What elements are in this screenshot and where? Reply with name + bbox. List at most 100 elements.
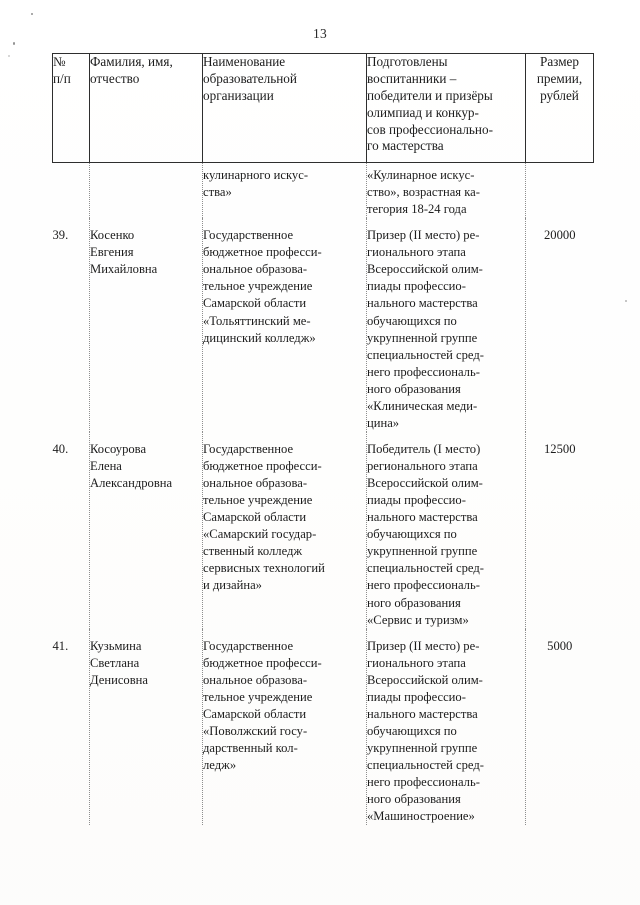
header-text-line: образовательной (203, 70, 297, 86)
header-text-line: Подготовлены (367, 54, 448, 69)
cell-organization-lines: кулинарного искус-ства» (203, 167, 366, 201)
cell-text-line: Призер (II место) ре- (367, 228, 480, 243)
cell-text-line: обучающихся по (367, 723, 457, 738)
cell-text-line: регионального этапа (367, 459, 478, 473)
cell-text-line: тельное учреждение (203, 493, 313, 508)
cell-text-line: Самарской области (203, 706, 307, 721)
cell-text-line: укрупненной группе (367, 544, 478, 559)
cell-fio (89, 162, 203, 219)
header-text-line: Фамилия, имя, (90, 54, 173, 69)
cell-text-line: Государственное (203, 638, 294, 653)
cell-text-line: Кузьмина (90, 638, 142, 653)
cell-text-line: тегория 18-24 года (367, 202, 467, 217)
cell-amount-lines: 20000 (526, 227, 594, 244)
cell-text-line: гионального этапа (367, 245, 466, 260)
cell-text-line: Михайловна (90, 262, 158, 277)
cell-text-line: Косенко (90, 228, 135, 243)
cell-text-line: ство», возрастная ка- (367, 185, 480, 200)
cell-text-line: нального мастерства (367, 510, 478, 525)
header-text-line: п/п (53, 70, 71, 86)
cell-text-line: пиады профессио- (367, 279, 466, 294)
cell-text-line: Победитель (I место) (367, 441, 481, 456)
cell-text-line: 39. (52, 228, 69, 243)
cell-amount-lines: 12500 (526, 441, 594, 458)
scan-speckle (8, 55, 10, 57)
cell-text-line: ональное образова- (203, 476, 308, 491)
cell-text-line: него профессиональ- (367, 578, 480, 593)
cell-text-line: Государственное (203, 441, 294, 456)
cell-number-lines: 41. (53, 638, 90, 655)
cell-text-line: ональное образова- (203, 262, 308, 277)
cell-text-line: Елена (90, 459, 122, 473)
header-cell-fio: Фамилия, имя,отчество (89, 53, 203, 163)
cell-text-line: «Кулинарное искус- (367, 168, 475, 182)
cell-text-line: нального мастерства (367, 296, 478, 311)
header-text-line: отчество (90, 70, 140, 86)
header-text-line: № (53, 54, 66, 69)
cell-amount: 20000 (525, 218, 594, 432)
cell-text-line: Всероссийской олим- (367, 262, 483, 277)
cell-text-line: него профессиональ- (367, 775, 480, 790)
table-body: кулинарного искус-ства»«Кулинарное искус… (52, 162, 594, 826)
cell-text-line: специальностей сред- (367, 561, 484, 576)
header-fio-lines: Фамилия, имя,отчество (90, 54, 202, 88)
header-text-line: рублей (540, 87, 579, 103)
scan-speckle (31, 13, 33, 15)
cell-text-line: гионального этапа (367, 655, 466, 670)
cell-text-line: Денисовна (90, 672, 148, 687)
header-text-line: воспитанники – (367, 70, 457, 86)
cell-text-line: ственный колледж (203, 544, 303, 559)
cell-text-line: нального мастерства (367, 706, 478, 721)
header-text-line: премии, (536, 70, 583, 86)
cell-text-line: «Поволжский госу- (203, 723, 308, 738)
cell-text-line: Государственное (203, 228, 294, 243)
cell-text-line: обучающихся по (367, 527, 457, 542)
cell-text-line: дарственный кол- (203, 741, 298, 755)
cell-text-line: «Самарский государ- (203, 527, 317, 542)
cell-text-line: Александровна (90, 476, 173, 491)
scan-speckle (13, 42, 15, 45)
cell-amount-lines: 5000 (526, 638, 594, 655)
cell-organization-lines: Государственное бюджетное професси-ональн… (203, 227, 366, 346)
header-text-line: победители и призёры (367, 87, 493, 103)
cell-text-line: «Клиническая меди- (367, 398, 478, 413)
header-text-line: го мастерства (367, 138, 444, 154)
cell-organization: кулинарного искус-ства» (202, 162, 367, 219)
cell-text-line: ного образования (367, 381, 461, 396)
cell-text-line: ональное образова- (203, 672, 308, 687)
cell-text-line: бюджетное професси- (203, 245, 322, 260)
cell-text-line: бюджетное професси- (203, 655, 322, 670)
cell-text-line: Самарской области (203, 510, 307, 525)
cell-number: 39. (52, 218, 90, 432)
cell-text-line: 41. (52, 638, 69, 653)
cell-number-lines: 39. (53, 227, 90, 244)
header-text-line: организации (203, 87, 274, 103)
cell-prepared: «Кулинарное искус-ство», возрастная ка-т… (366, 162, 526, 219)
cell-text-line: 20000 (544, 228, 576, 243)
cell-text-line: Всероссийской олим- (367, 476, 483, 491)
cell-text-line: специальностей сред- (367, 758, 484, 773)
cell-text-line: обучающихся по (367, 313, 457, 328)
cell-text-line: пиады профессио- (367, 689, 466, 704)
cell-text-line: ного образования (367, 792, 461, 807)
cell-text-line: Всероссийской олим- (367, 672, 483, 687)
cell-text-line: сервисных технологий (203, 561, 325, 576)
cell-text-line: пиады профессио- (367, 493, 466, 508)
